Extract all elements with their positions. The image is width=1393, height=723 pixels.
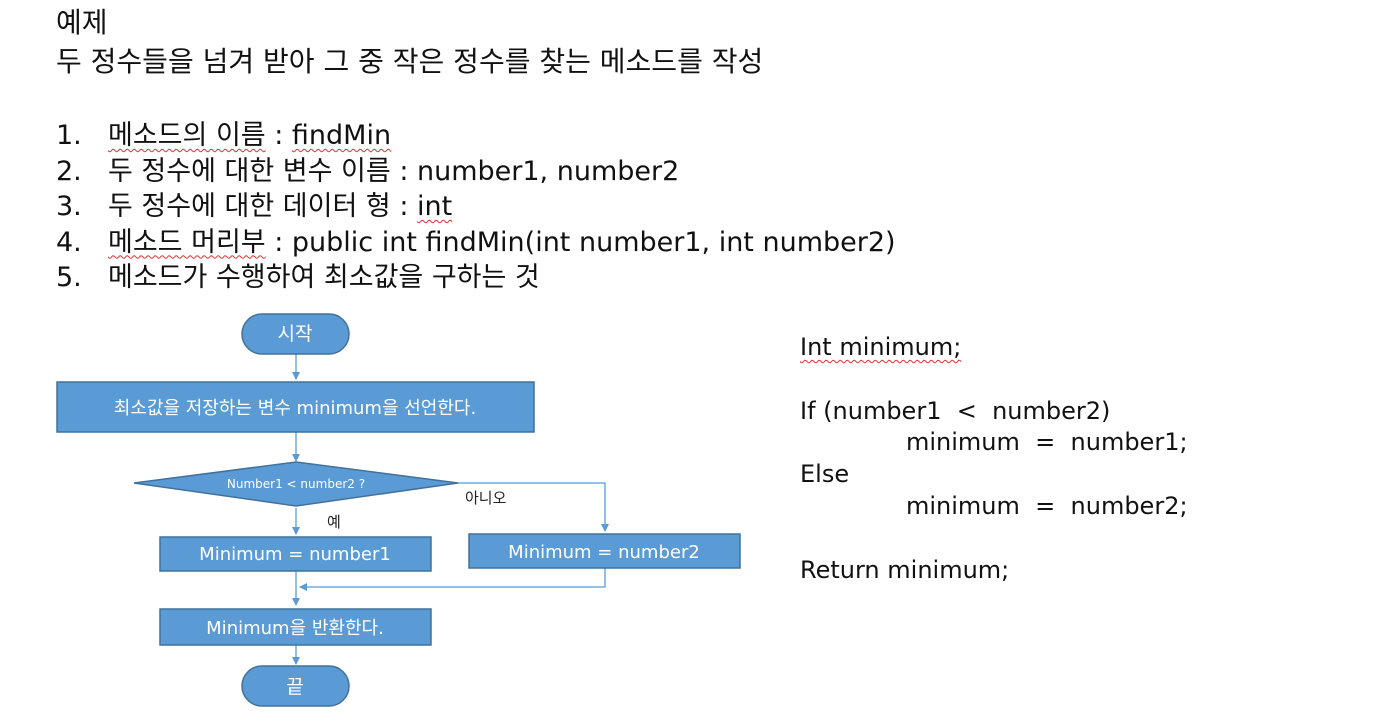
return-label: Minimum을 반환한다. bbox=[206, 618, 384, 639]
list-item: 4. 메소드 머리부 : public int findMin(int numb… bbox=[56, 225, 896, 261]
code-line: If (number1 < number2) bbox=[800, 396, 1111, 425]
end-node: 끝 bbox=[241, 665, 350, 707]
assign-no-node: Minimum = number2 bbox=[468, 533, 741, 569]
step-number: 5. bbox=[56, 262, 82, 293]
declare-label: 최소값을 저장하는 변수 minimum을 선언한다. bbox=[114, 398, 476, 419]
step-separator: : bbox=[390, 191, 417, 222]
decision-label: Number1 < number2 ? bbox=[227, 477, 365, 491]
step-number: 2. bbox=[56, 155, 82, 187]
connector-decision-no bbox=[458, 482, 609, 532]
connector-no-merge bbox=[299, 568, 606, 591]
assign-no-label: Minimum = number2 bbox=[508, 542, 700, 563]
list-item: 1. 메소드의 이름 : findMin bbox=[56, 118, 896, 154]
start-node: 시작 bbox=[241, 313, 350, 355]
code-line: Else bbox=[800, 460, 850, 489]
slide-title: 예제 bbox=[56, 6, 108, 39]
code-line: Int minimum; bbox=[800, 332, 1188, 364]
assign-yes-node: Minimum = number1 bbox=[159, 536, 432, 572]
list-item: 2. 두 정수에 대한 변수 이름 : number1, number2 bbox=[56, 154, 896, 190]
code-block: Int minimum; If (number1 < number2) mini… bbox=[800, 332, 1188, 586]
no-label: 아니오 bbox=[465, 489, 507, 507]
return-node: Minimum을 반환한다. bbox=[159, 608, 432, 646]
step-separator: : bbox=[390, 155, 417, 187]
step-value: int bbox=[417, 191, 453, 222]
step-label: 메소드의 이름 bbox=[108, 120, 266, 151]
list-item: 5. 메소드가 수행하여 최소값을 구하는 것 bbox=[56, 260, 896, 296]
code-line: minimum = number2; bbox=[906, 491, 1188, 520]
assign-yes-label: Minimum = number1 bbox=[199, 544, 391, 565]
list-item: 3. 두 정수에 대한 데이터 형 : int bbox=[56, 189, 896, 225]
code-text: Int minimum; bbox=[800, 333, 962, 361]
end-label: 끝 bbox=[286, 676, 303, 698]
step-value: public int findMin(int number1, int numb… bbox=[291, 226, 896, 258]
step-number: 1. bbox=[56, 120, 82, 151]
subtitle-text: 두 정수들을 넘겨 받아 그 중 작은 정수를 찾는 메소드를 작성 bbox=[56, 45, 764, 78]
code-line: Return minimum; bbox=[800, 555, 1010, 584]
step-separator: : bbox=[265, 226, 292, 258]
step-label: 메소드 머리부 bbox=[108, 226, 266, 258]
step-label: 두 정수에 대한 변수 이름 bbox=[108, 155, 391, 187]
step-number: 3. bbox=[56, 191, 82, 222]
step-value: number1, number2 bbox=[417, 155, 680, 187]
step-label: 메소드가 수행하여 최소값을 구하는 것 bbox=[108, 262, 540, 293]
start-label: 시작 bbox=[278, 323, 313, 345]
code-line bbox=[800, 523, 1188, 555]
step-separator: : bbox=[265, 120, 292, 151]
step-number: 4. bbox=[56, 226, 82, 258]
declare-node: 최소값을 저장하는 변수 minimum을 선언한다. bbox=[56, 381, 535, 433]
step-label: 두 정수에 대한 데이터 형 bbox=[108, 191, 391, 222]
step-value: findMin bbox=[291, 120, 392, 151]
steps-list: 1. 메소드의 이름 : findMin 2. 두 정수에 대한 변수 이름 :… bbox=[56, 118, 896, 296]
code-line: minimum = number1; bbox=[906, 428, 1188, 457]
slide-subtitle: 두 정수들을 넘겨 받아 그 중 작은 정수를 찾는 메소드를 작성 bbox=[56, 44, 763, 80]
decision-node: Number1 < number2 ? bbox=[133, 461, 459, 507]
code-line bbox=[800, 364, 1188, 396]
yes-label: 예 bbox=[327, 513, 341, 531]
